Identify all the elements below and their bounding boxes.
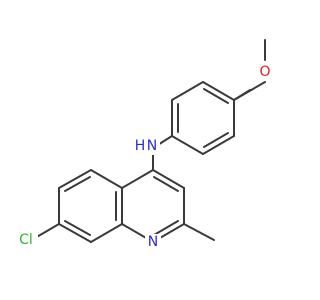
- benzo-ring: [58, 169, 123, 243]
- bond: [64, 220, 91, 236]
- bond: [90, 169, 123, 189]
- bond: [64, 176, 91, 192]
- bond: [203, 132, 229, 148]
- methoxyphenyl-ring: [171, 81, 235, 155]
- pyridine-ring: [121, 169, 185, 243]
- bond: [171, 81, 204, 101]
- bond: [58, 169, 92, 189]
- bond: [90, 223, 123, 243]
- methoxy-oxygen-atom: O: [259, 64, 270, 80]
- bond: [203, 88, 229, 104]
- bond: [202, 81, 235, 101]
- bond: [153, 220, 179, 236]
- bond: [153, 176, 179, 192]
- bond: [121, 169, 154, 189]
- bond: [58, 223, 92, 243]
- bond: [171, 135, 204, 155]
- bond: [202, 135, 235, 155]
- chlorine-atom: Cl: [19, 232, 33, 248]
- amine-hydrogen-atom: H: [135, 138, 146, 154]
- bond-o-ring: [233, 81, 266, 101]
- bond-cl: [34, 223, 60, 239]
- ring-nitrogen-atom: N: [148, 234, 158, 250]
- bond: [152, 169, 185, 189]
- bond-methyl: [183, 223, 215, 241]
- amine-nitrogen-atom: N: [147, 138, 157, 154]
- structural-formula: Cl N H N O: [19, 39, 271, 250]
